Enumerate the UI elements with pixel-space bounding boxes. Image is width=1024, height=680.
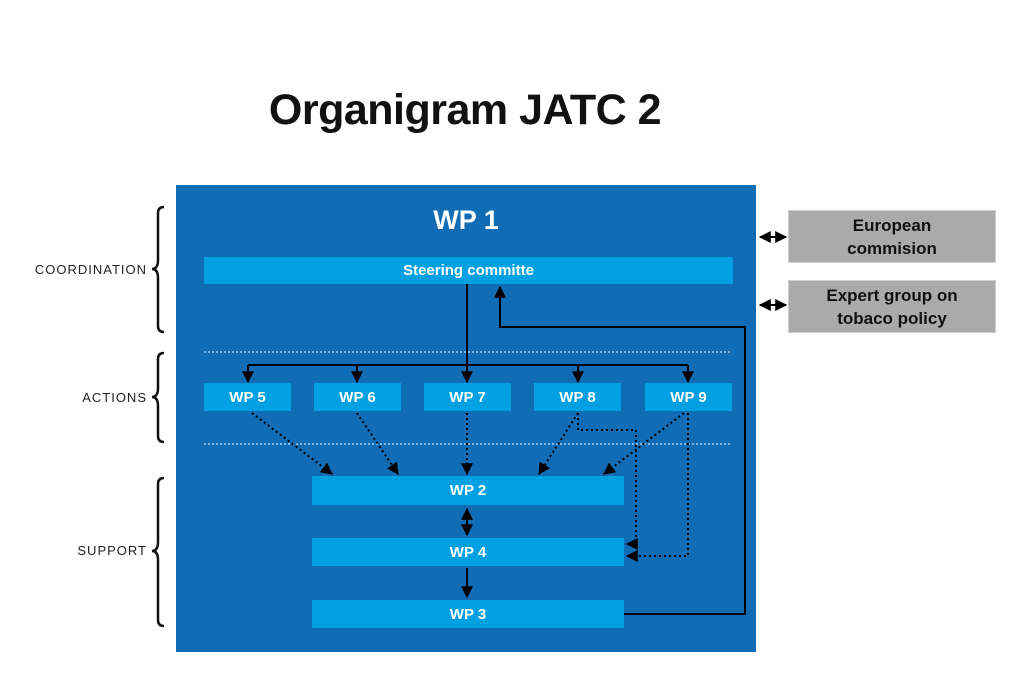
section-braces xyxy=(151,205,165,628)
actions-label: ACTIONS xyxy=(82,390,147,405)
european-commission-box: European commision xyxy=(788,210,996,263)
wp1-container xyxy=(176,185,756,652)
wp4-box: WP 4 xyxy=(312,538,624,566)
wp6-box: WP 6 xyxy=(314,383,401,411)
coordination-brace xyxy=(151,205,165,334)
support-brace xyxy=(151,476,165,628)
steering-committee-box: Steering committe xyxy=(204,257,733,284)
wp5-box: WP 5 xyxy=(204,383,291,411)
support-label: SUPPORT xyxy=(77,543,147,558)
wp1-label: WP 1 xyxy=(433,205,499,235)
wp9-box: WP 9 xyxy=(645,383,732,411)
actions-brace xyxy=(151,351,165,444)
wp3-box: WP 3 xyxy=(312,600,624,628)
wp8-box: WP 8 xyxy=(534,383,621,411)
page-title: Organigram JATC 2 xyxy=(268,86,662,134)
coordination-label: COORDINATION xyxy=(34,262,147,277)
expert-group-box: Expert group on tobaco policy xyxy=(788,280,996,333)
wp7-box: WP 7 xyxy=(424,383,511,411)
wp2-box: WP 2 xyxy=(312,476,624,505)
